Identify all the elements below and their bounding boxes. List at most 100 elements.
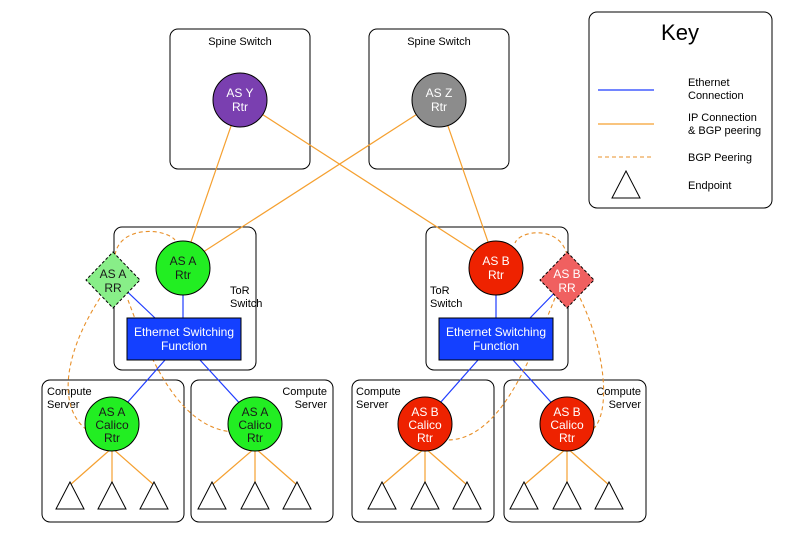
tor-switch-label-a-1: ToR bbox=[230, 285, 250, 297]
endpoint-triangle bbox=[410, 480, 440, 510]
switching-block bbox=[126, 317, 242, 361]
endpoint-triangle bbox=[282, 480, 312, 510]
node-label: Rtr bbox=[247, 431, 263, 445]
node-label: AS A bbox=[170, 254, 197, 268]
ep-link bbox=[523, 447, 568, 486]
node-label: Rtr bbox=[232, 100, 248, 114]
legend: Key Ethernet Connection IP Connection & … bbox=[598, 20, 761, 199]
endpoint-triangle bbox=[452, 480, 482, 510]
endpoint-triangle bbox=[240, 480, 270, 510]
as-a-router: AS A Rtr bbox=[155, 240, 211, 296]
node-label: AS Z bbox=[426, 86, 453, 100]
ep-link bbox=[381, 447, 426, 486]
spine-switch-label: Spine Switch bbox=[407, 36, 471, 48]
calico-node bbox=[539, 396, 595, 452]
node-label: AS Y bbox=[226, 86, 253, 100]
node-label: Rtr bbox=[417, 431, 433, 445]
endpoint-triangle bbox=[594, 480, 624, 510]
endpoint-triangle bbox=[55, 480, 85, 510]
node-label: RR bbox=[104, 281, 122, 295]
router-node bbox=[155, 240, 211, 296]
switching-label: Function bbox=[161, 339, 207, 353]
as-b-route-reflector: AS B RR bbox=[539, 251, 595, 309]
legend-ip-label: IP Connection bbox=[688, 112, 757, 124]
node-label: Rtr bbox=[431, 100, 447, 114]
switching-label: Ethernet Switching bbox=[446, 325, 546, 339]
bgp-rr-b-to-rtr-b bbox=[514, 232, 568, 256]
legend-endpoint-label: Endpoint bbox=[688, 180, 731, 192]
node-label: Rtr bbox=[104, 431, 120, 445]
calico-router-2: AS A Calico Rtr bbox=[227, 396, 283, 452]
legend-ip-label: & BGP peering bbox=[688, 125, 761, 137]
compute-server-label: Server bbox=[356, 399, 389, 411]
calico-router-4: AS B Calico Rtr bbox=[539, 396, 595, 452]
node-label: AS B bbox=[482, 254, 509, 268]
as-b-router: AS B Rtr bbox=[468, 240, 524, 296]
node-label: Calico bbox=[238, 418, 272, 432]
router-node bbox=[411, 72, 467, 128]
node-label: AS B bbox=[553, 267, 580, 281]
bgp-rr-b-to-s4 bbox=[579, 297, 605, 433]
calico-router-3: AS B Calico Rtr bbox=[397, 396, 453, 452]
endpoint-triangle bbox=[367, 480, 397, 510]
node-label: Calico bbox=[408, 418, 442, 432]
node-label: AS A bbox=[99, 405, 126, 419]
key-box bbox=[588, 11, 773, 209]
legend-endpoint-swatch bbox=[611, 169, 641, 199]
node-label: Rtr bbox=[175, 268, 191, 282]
ep-link bbox=[211, 447, 256, 486]
tor-switch-label-a-2: Switch bbox=[230, 298, 262, 310]
ethernet-switching-function-a: Ethernet Switching Function bbox=[126, 317, 242, 361]
ep-link bbox=[424, 447, 468, 486]
ep-link bbox=[254, 447, 298, 486]
compute-server-label: Compute bbox=[596, 386, 641, 398]
ip-link-z-a bbox=[182, 99, 440, 266]
calico-node bbox=[397, 396, 453, 452]
switching-label: Function bbox=[473, 339, 519, 353]
ep-link bbox=[69, 447, 113, 486]
legend-bgp-label: BGP Peering bbox=[688, 152, 752, 164]
legend-ethernet-label: Connection bbox=[688, 90, 744, 102]
ep-link bbox=[566, 447, 610, 486]
calico-node bbox=[227, 396, 283, 452]
calico-node bbox=[84, 396, 140, 452]
bgp-rr-a-to-rtr-a bbox=[114, 230, 176, 256]
router-node bbox=[212, 72, 268, 128]
ip-link-y-a bbox=[182, 99, 241, 266]
bgp-rr-a-to-s1 bbox=[67, 297, 101, 431]
ip-connections bbox=[182, 99, 497, 266]
switching-block bbox=[438, 317, 554, 361]
node-label: AS B bbox=[411, 405, 438, 419]
legend-title: Key bbox=[661, 20, 699, 45]
endpoint-triangle bbox=[97, 480, 127, 510]
endpoint-connections bbox=[69, 447, 610, 486]
node-label: AS A bbox=[100, 267, 127, 281]
node-label: Rtr bbox=[488, 268, 504, 282]
ethernet-switching-function-b: Ethernet Switching Function bbox=[438, 317, 554, 361]
ip-link-z-b bbox=[438, 99, 497, 266]
switching-label: Ethernet Switching bbox=[134, 325, 234, 339]
as-a-route-reflector: AS A RR bbox=[85, 251, 141, 309]
endpoint-triangle bbox=[139, 480, 169, 510]
compute-server-label: Server bbox=[609, 399, 642, 411]
node-label: Rtr bbox=[559, 431, 575, 445]
compute-server-label: Server bbox=[295, 399, 328, 411]
router-node bbox=[468, 240, 524, 296]
endpoint-triangle bbox=[197, 480, 227, 510]
compute-server-label: Compute bbox=[47, 386, 92, 398]
node-label: AS B bbox=[553, 405, 580, 419]
ip-link-y-b bbox=[239, 99, 497, 266]
as-z-router: AS Z Rtr bbox=[411, 72, 467, 128]
legend-ethernet-label: Ethernet bbox=[688, 77, 730, 89]
ep-link bbox=[111, 447, 155, 486]
rr-diamond bbox=[85, 251, 141, 309]
spine-switch-label: Spine Switch bbox=[208, 36, 272, 48]
endpoint-triangle bbox=[552, 480, 582, 510]
bgp-rr-b-to-s3 bbox=[446, 297, 556, 441]
as-y-router: AS Y Rtr bbox=[212, 72, 268, 128]
tor-switch-label-b-1: ToR bbox=[430, 285, 450, 297]
compute-server-label: Compute bbox=[356, 386, 401, 398]
rr-diamond bbox=[539, 251, 595, 309]
compute-server-label: Compute bbox=[282, 386, 327, 398]
